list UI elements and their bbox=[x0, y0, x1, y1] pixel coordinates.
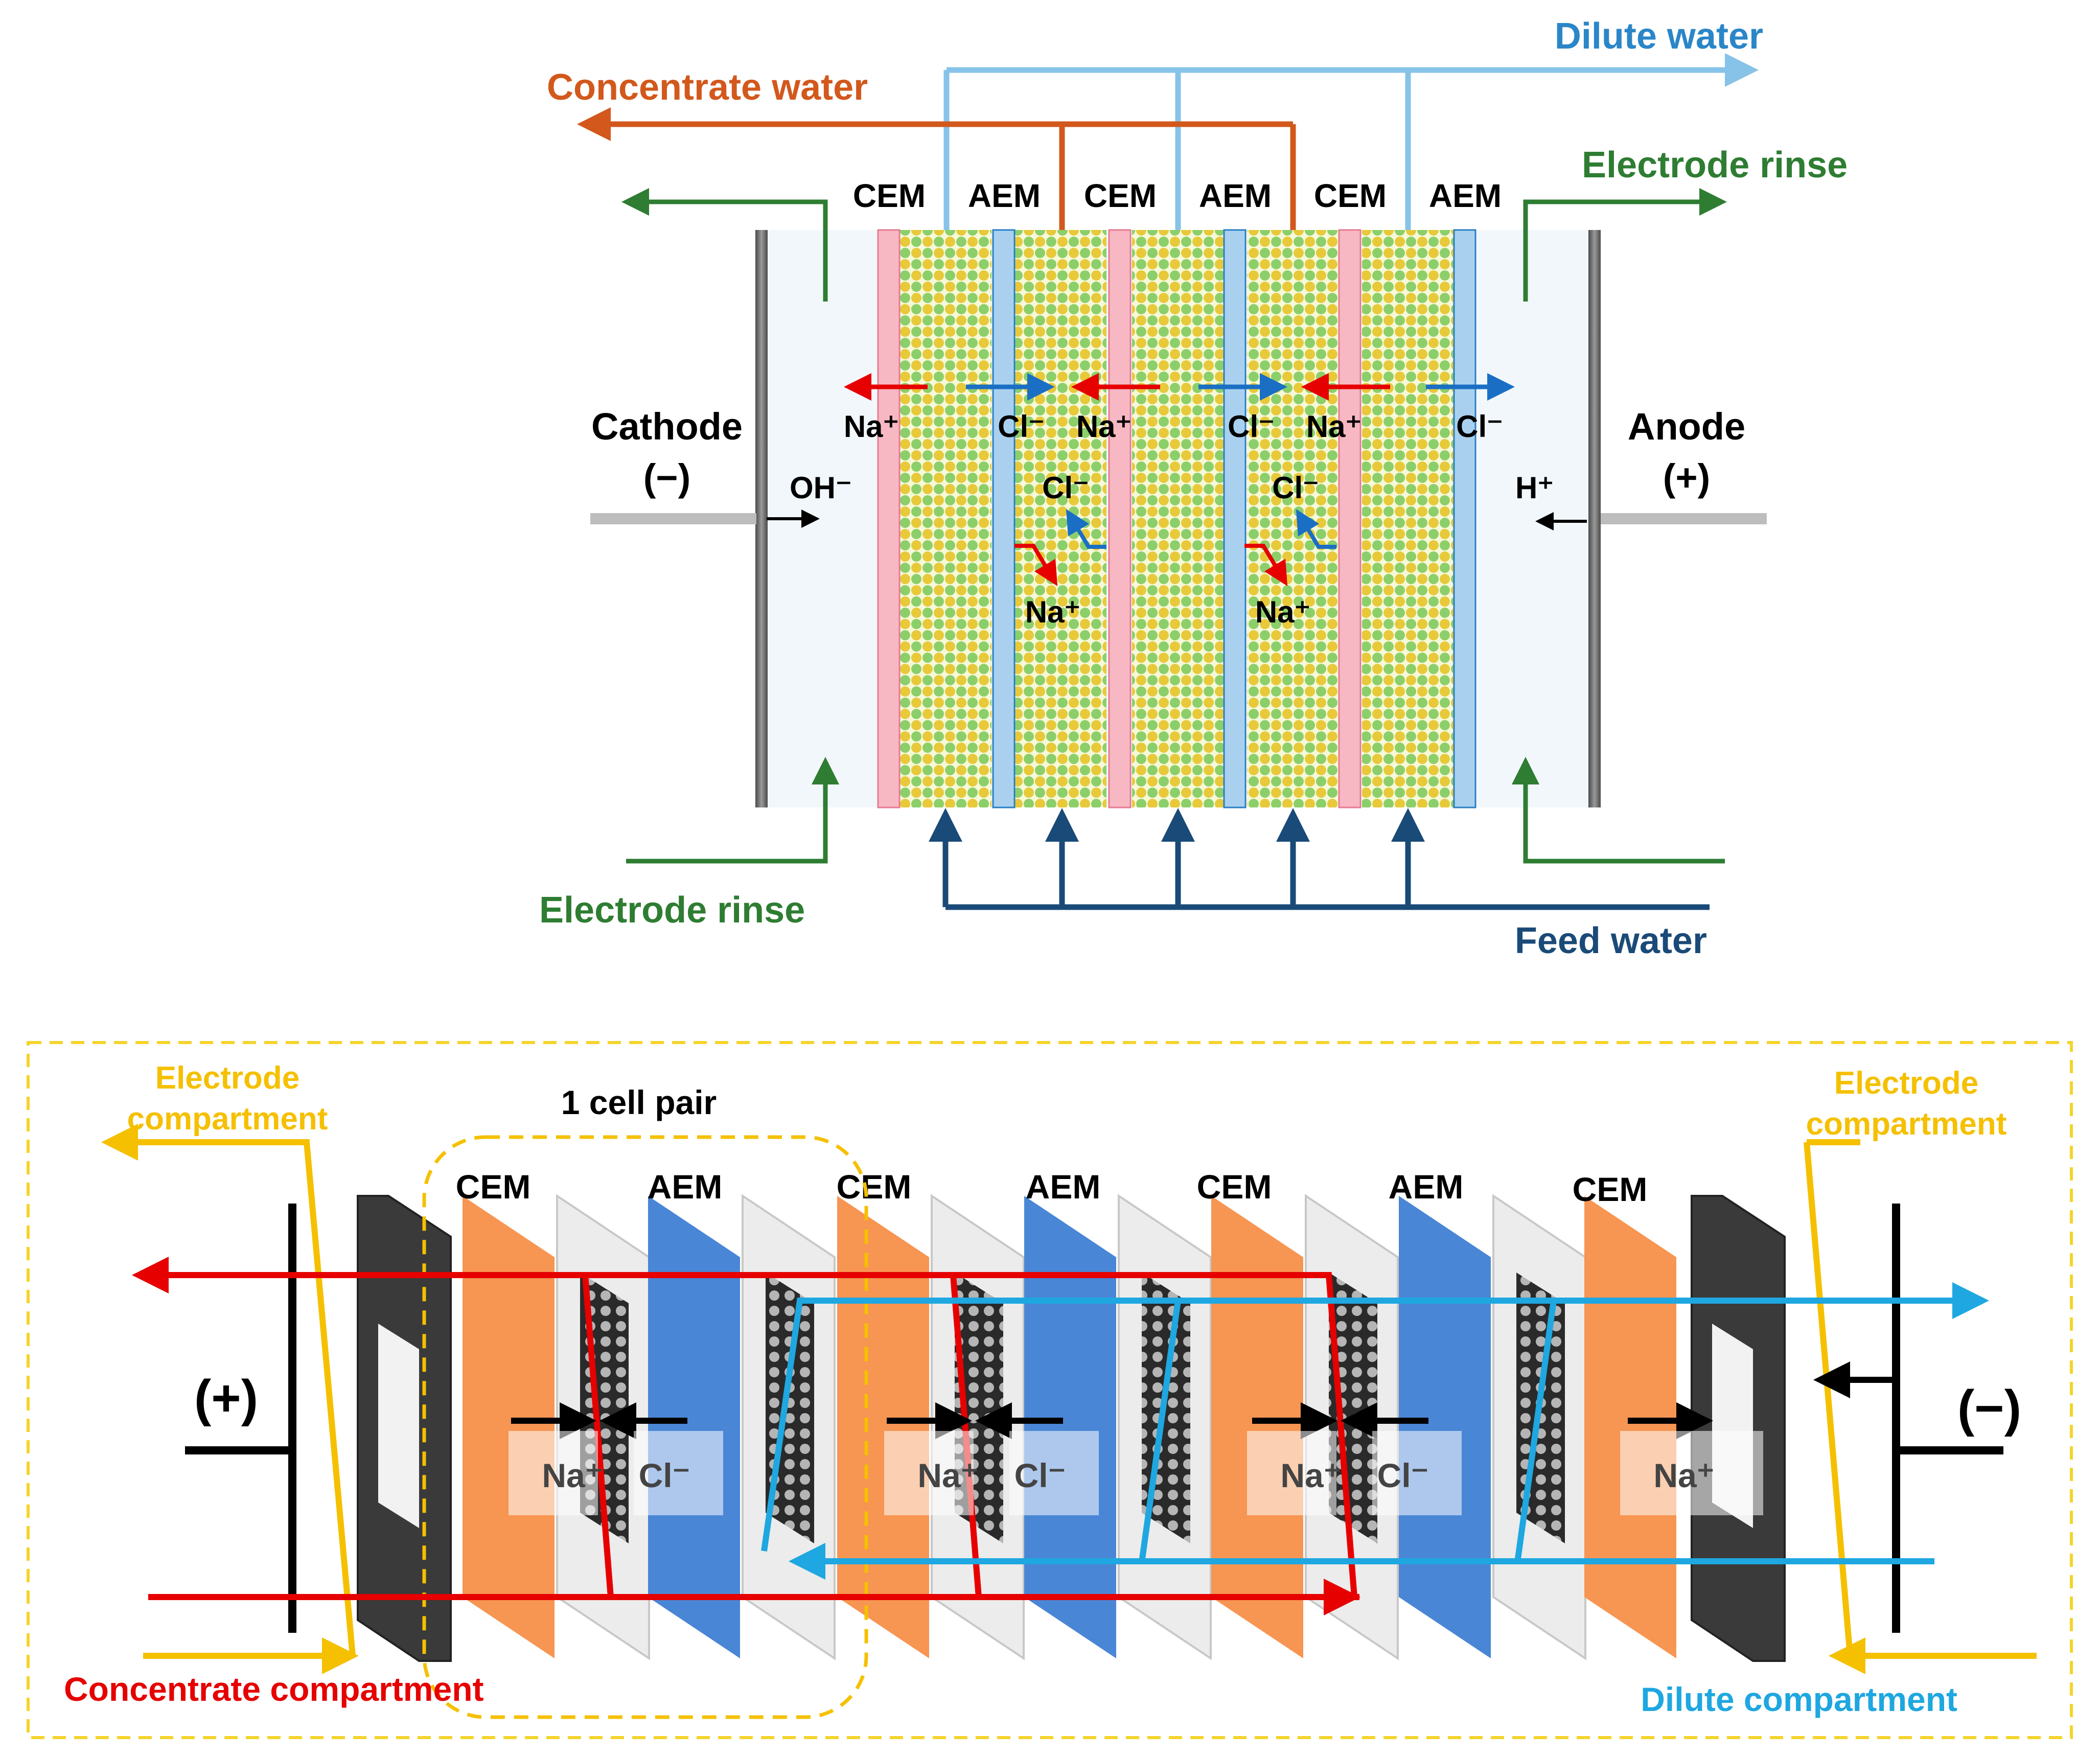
na-ion-label: Na⁺ bbox=[1306, 409, 1361, 444]
cell-pair-label: 1 cell pair bbox=[561, 1083, 717, 1121]
anode-sign: (+) bbox=[1663, 456, 1711, 499]
anode-label: Anode bbox=[1628, 405, 1745, 448]
anode-plate bbox=[1588, 230, 1601, 807]
cem-membrane bbox=[1338, 229, 1361, 808]
na-ion-label: Na⁺ bbox=[917, 1457, 978, 1494]
na-ion-label: Na⁺ bbox=[844, 409, 899, 444]
electrode-rinse-label: Electrode rinse bbox=[1582, 145, 1848, 186]
membrane-label: CEM bbox=[1084, 177, 1157, 214]
na-ion-label: Na⁺ bbox=[1280, 1457, 1341, 1494]
membrane-label: CEM bbox=[837, 1168, 912, 1206]
cem-sheet bbox=[1584, 1196, 1676, 1658]
cem-membrane bbox=[1108, 229, 1132, 808]
feed-water-flow bbox=[929, 808, 1710, 910]
na-ion-label: Na⁺ bbox=[1076, 409, 1132, 444]
dilute-water-flow bbox=[943, 53, 1759, 230]
aem-sheet bbox=[1024, 1196, 1116, 1658]
hydroxide-label: OH⁻ bbox=[790, 471, 852, 505]
aem-sheet bbox=[648, 1196, 740, 1658]
cathode-wire bbox=[590, 513, 756, 524]
membranes-and-spacers bbox=[463, 1194, 1676, 1660]
electrode-compartment-right-label: Electrode bbox=[1834, 1066, 1979, 1101]
concentrate-water-flow bbox=[577, 107, 1296, 230]
membrane-label: CEM bbox=[853, 177, 926, 214]
membrane-label: AEM bbox=[1199, 177, 1272, 214]
resin-beds bbox=[899, 230, 1454, 807]
ion-split-group: Cl⁻ Na⁺ bbox=[1244, 471, 1336, 629]
dilute-compartment-flow bbox=[761, 1282, 1989, 1580]
na-ion-label: Na⁺ bbox=[1255, 595, 1310, 629]
proton-label: H⁺ bbox=[1515, 471, 1554, 505]
positive-sign: (+) bbox=[194, 1370, 258, 1427]
ion-migration-arrows bbox=[511, 1361, 1896, 1439]
cem-sheet bbox=[837, 1196, 929, 1658]
cl-ion-label: Cl⁻ bbox=[1014, 1457, 1066, 1494]
end-plate-left bbox=[357, 1195, 452, 1662]
top-stack-diagram: CEM AEM CEM AEM CEM AEM Cathode (−) Anod… bbox=[539, 16, 1848, 961]
cl-ion-label: Cl⁻ bbox=[1042, 471, 1089, 505]
concentrate-compartment-label: Concentrate compartment bbox=[64, 1670, 484, 1708]
cem-sheet bbox=[463, 1196, 555, 1658]
concentrate-compartment-flow bbox=[132, 1257, 1360, 1615]
ion-split-group: Cl⁻ Na⁺ bbox=[1014, 471, 1106, 629]
dilute-compartment-label: Dilute compartment bbox=[1641, 1680, 1957, 1718]
aem-membrane bbox=[1453, 229, 1476, 808]
na-ion-label: Na⁺ bbox=[1653, 1457, 1714, 1494]
electrode-compartment-left-label: Electrode bbox=[155, 1060, 300, 1096]
concentrate-water-label: Concentrate water bbox=[547, 67, 868, 108]
electrode-compartment-left-label: compartment bbox=[127, 1101, 328, 1137]
membrane-label: CEM bbox=[1197, 1168, 1272, 1206]
negative-sign: (−) bbox=[1957, 1380, 2021, 1437]
electrode-rinse-flow bbox=[621, 188, 1727, 864]
membrane-label: AEM bbox=[1429, 177, 1502, 214]
electrode-compartment-flow bbox=[101, 1124, 2037, 1674]
cl-ion-label: Cl⁻ bbox=[1272, 471, 1319, 505]
cl-ion-label: Cl⁻ bbox=[1377, 1457, 1429, 1494]
cathode-label: Cathode bbox=[591, 405, 743, 448]
cathode-sign: (−) bbox=[643, 456, 691, 499]
feed-water-label: Feed water bbox=[1515, 920, 1707, 961]
bottom-exploded-stack: (+) (−) bbox=[27, 1041, 2073, 1739]
membrane-label: AEM bbox=[968, 177, 1041, 214]
cl-ion-label: Cl⁻ bbox=[998, 409, 1045, 444]
cl-ion-label: Cl⁻ bbox=[639, 1457, 690, 1494]
membrane-label: AEM bbox=[648, 1168, 723, 1206]
cathode-plate bbox=[755, 230, 768, 807]
end-plate-right bbox=[1691, 1195, 1786, 1662]
electrode-rinse-label: Electrode rinse bbox=[539, 890, 805, 931]
na-ion-label: Na⁺ bbox=[1025, 595, 1080, 629]
anode-wire bbox=[1601, 513, 1767, 524]
ion-label-boxes bbox=[509, 1431, 1763, 1515]
panel-frame bbox=[27, 1041, 2073, 1739]
cl-ion-label: Cl⁻ bbox=[1228, 409, 1275, 444]
cem-sheet bbox=[1211, 1196, 1303, 1658]
aem-membrane bbox=[1223, 229, 1247, 808]
cem-membrane bbox=[877, 229, 901, 808]
membrane-label: AEM bbox=[1389, 1168, 1464, 1206]
membrane-label: AEM bbox=[1026, 1168, 1101, 1206]
aem-sheet bbox=[1399, 1196, 1491, 1658]
membrane-label: CEM bbox=[1314, 177, 1387, 214]
membrane-label: CEM bbox=[1573, 1170, 1648, 1208]
na-ion-label: Na⁺ bbox=[542, 1457, 603, 1494]
electrode-compartment-right-label: compartment bbox=[1806, 1106, 2007, 1142]
aem-membrane bbox=[992, 229, 1016, 808]
dilute-water-label: Dilute water bbox=[1555, 16, 1763, 57]
membrane-label: CEM bbox=[456, 1168, 531, 1206]
cl-ion-label: Cl⁻ bbox=[1456, 409, 1503, 444]
cell-pair-box bbox=[422, 1135, 868, 1719]
